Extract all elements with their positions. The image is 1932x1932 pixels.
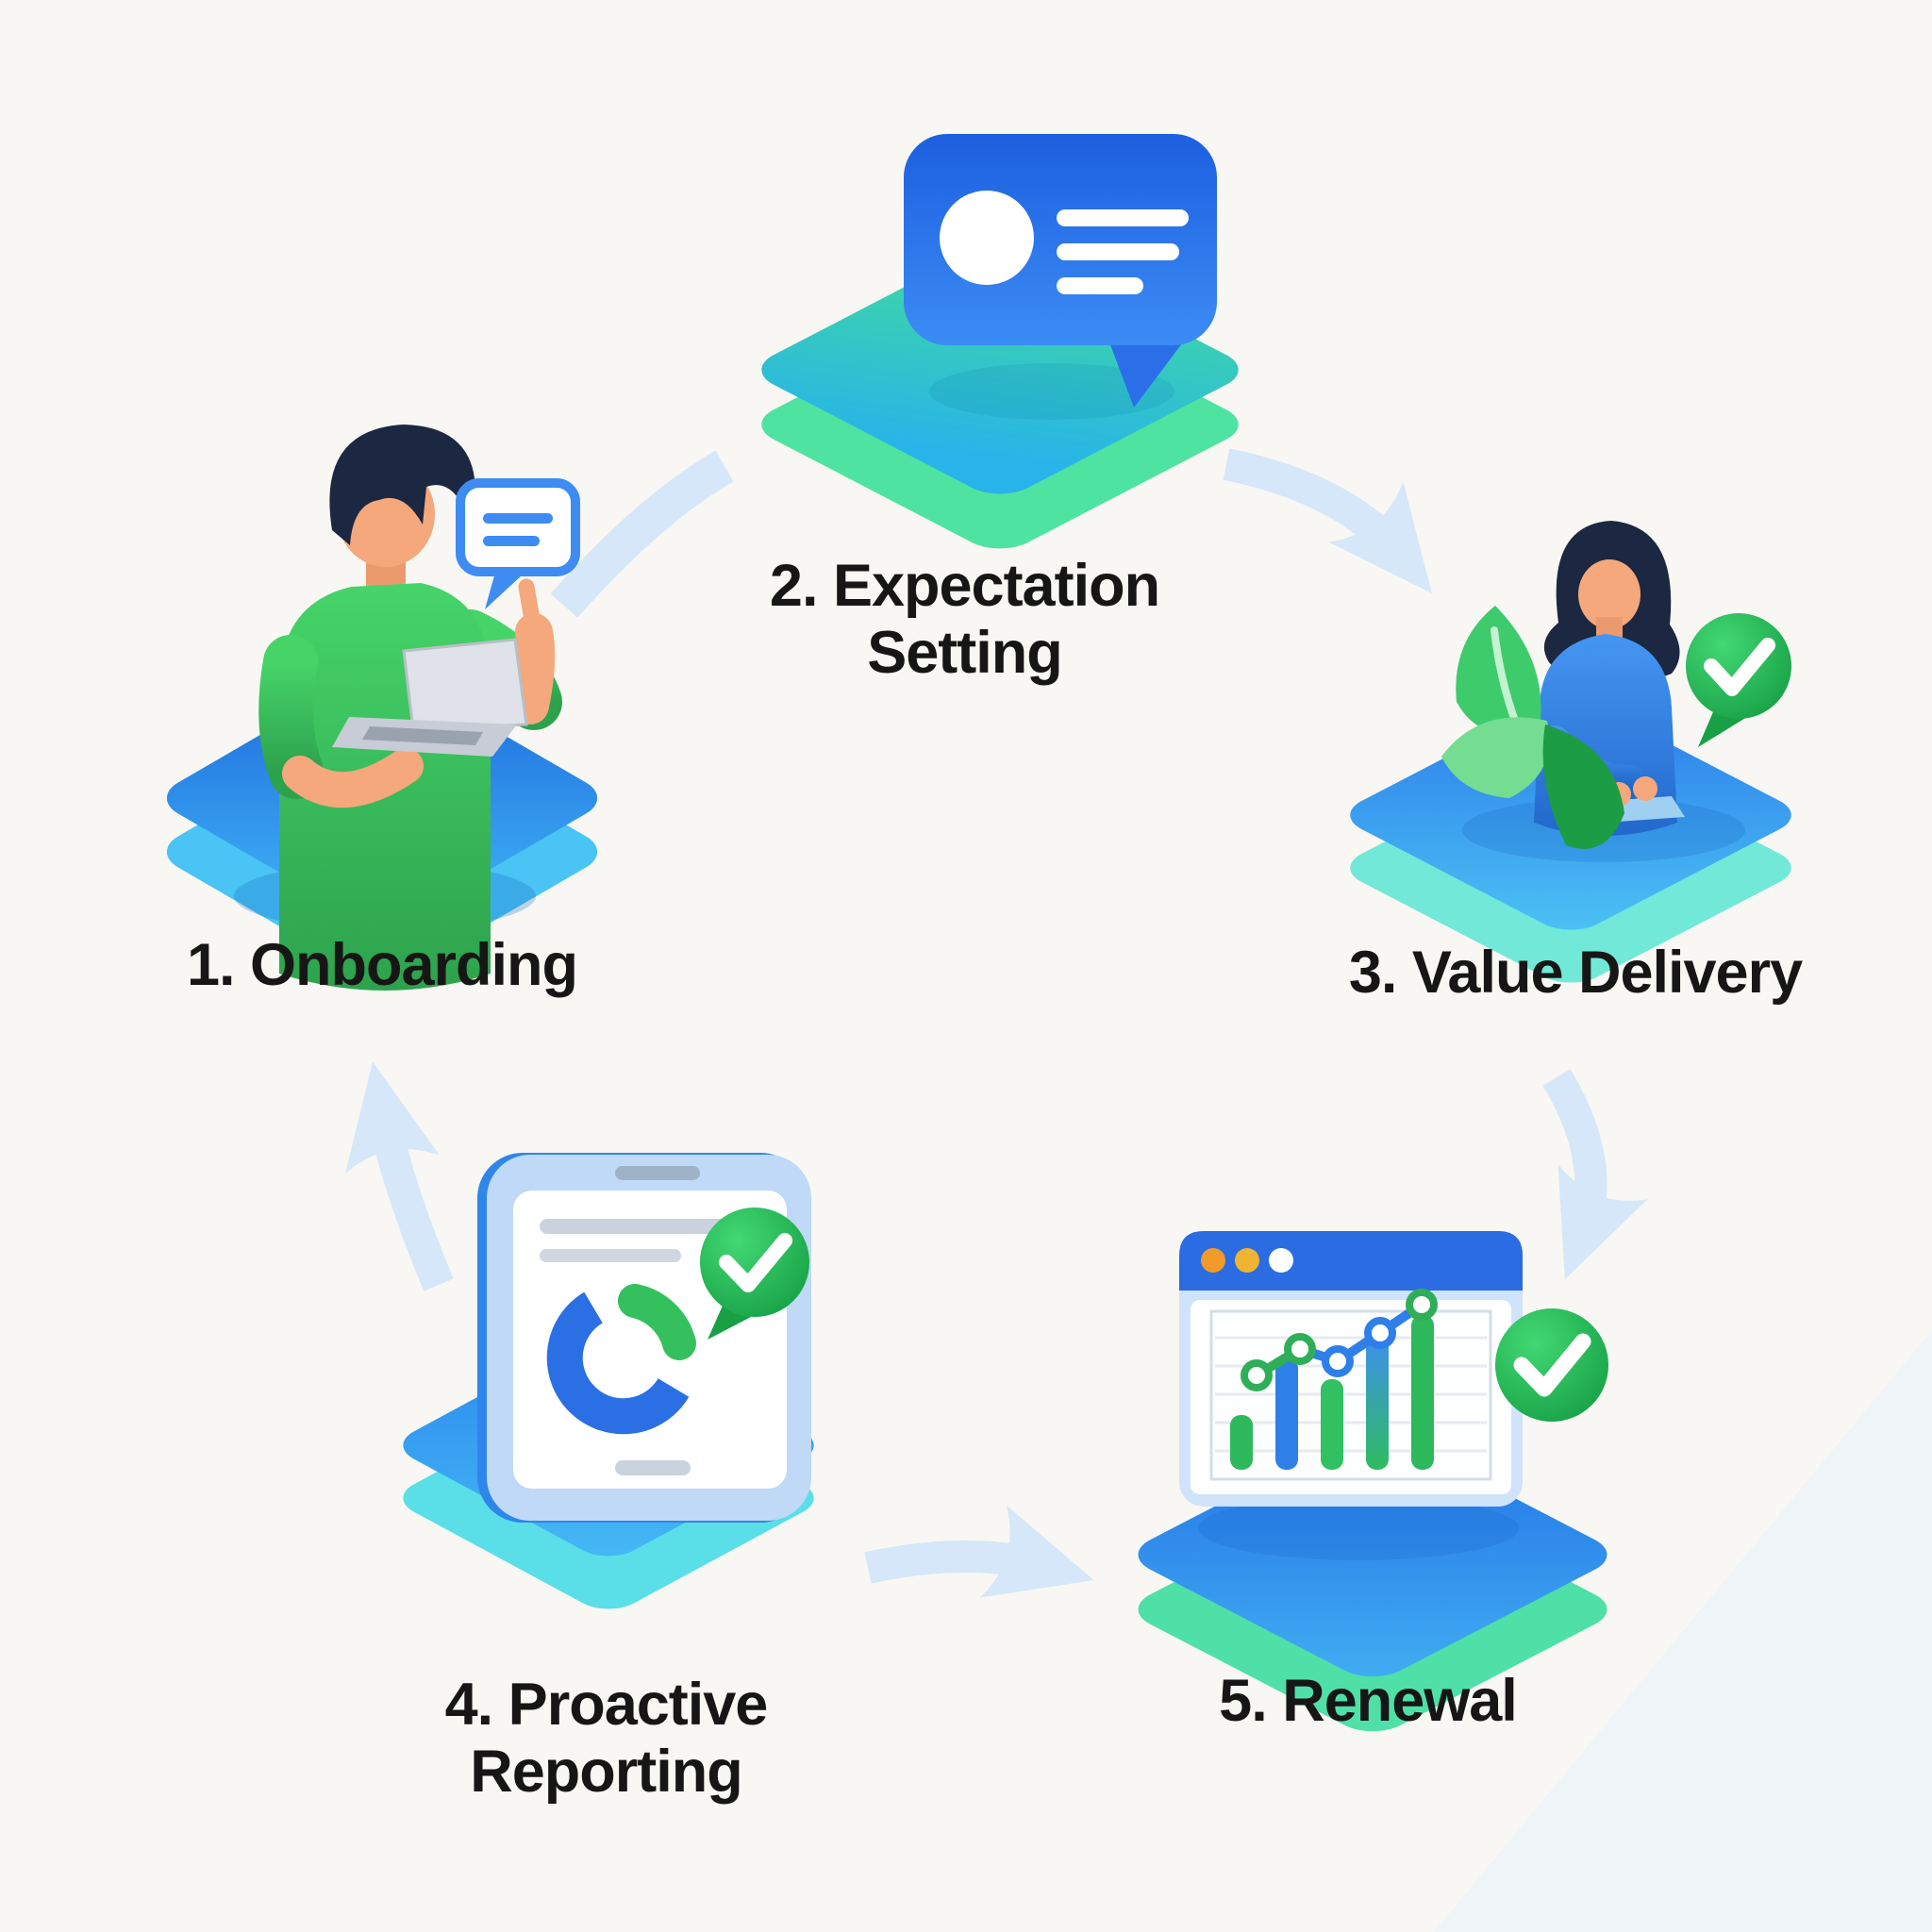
step-1-icon-group <box>166 425 598 991</box>
step-label-renewal: 5. Renewal <box>1219 1668 1518 1734</box>
corner-shade <box>1434 1330 1932 1932</box>
step-label-expectation-setting: 2. Expectation Setting <box>769 553 1160 686</box>
check-bubble-icon-value <box>1686 613 1791 747</box>
step-4-icon-group <box>403 1153 814 1609</box>
browser-growth-chart-icon <box>1179 1231 1523 1507</box>
step-5-icon-group <box>1138 1231 1608 1732</box>
check-circle-icon-reporting <box>700 1208 809 1340</box>
step-label-proactive-reporting: 4. Proactive Reporting <box>444 1672 769 1805</box>
step-3-icon-group <box>1350 521 1791 983</box>
step-label-onboarding: 1. Onboarding <box>186 932 578 998</box>
arrow-4-to-5 <box>864 1505 1094 1598</box>
step-label-value-delivery: 3. Value Delivery <box>1348 940 1803 1006</box>
step-2-icon-group <box>761 134 1239 549</box>
flow-arrows <box>345 448 1648 1598</box>
small-speech-bubble-icon <box>456 478 580 609</box>
man-with-laptop-illustration <box>258 425 562 991</box>
check-circle-icon-renewal <box>1495 1308 1608 1422</box>
arrow-4-to-1 <box>345 1061 454 1291</box>
leaves-icon <box>1441 606 1624 849</box>
arrow-1-to-2 <box>550 450 734 618</box>
arrow-3-to-5 <box>1542 1069 1648 1280</box>
arrow-2-to-3 <box>1223 448 1432 593</box>
chat-message-icon <box>904 134 1217 408</box>
